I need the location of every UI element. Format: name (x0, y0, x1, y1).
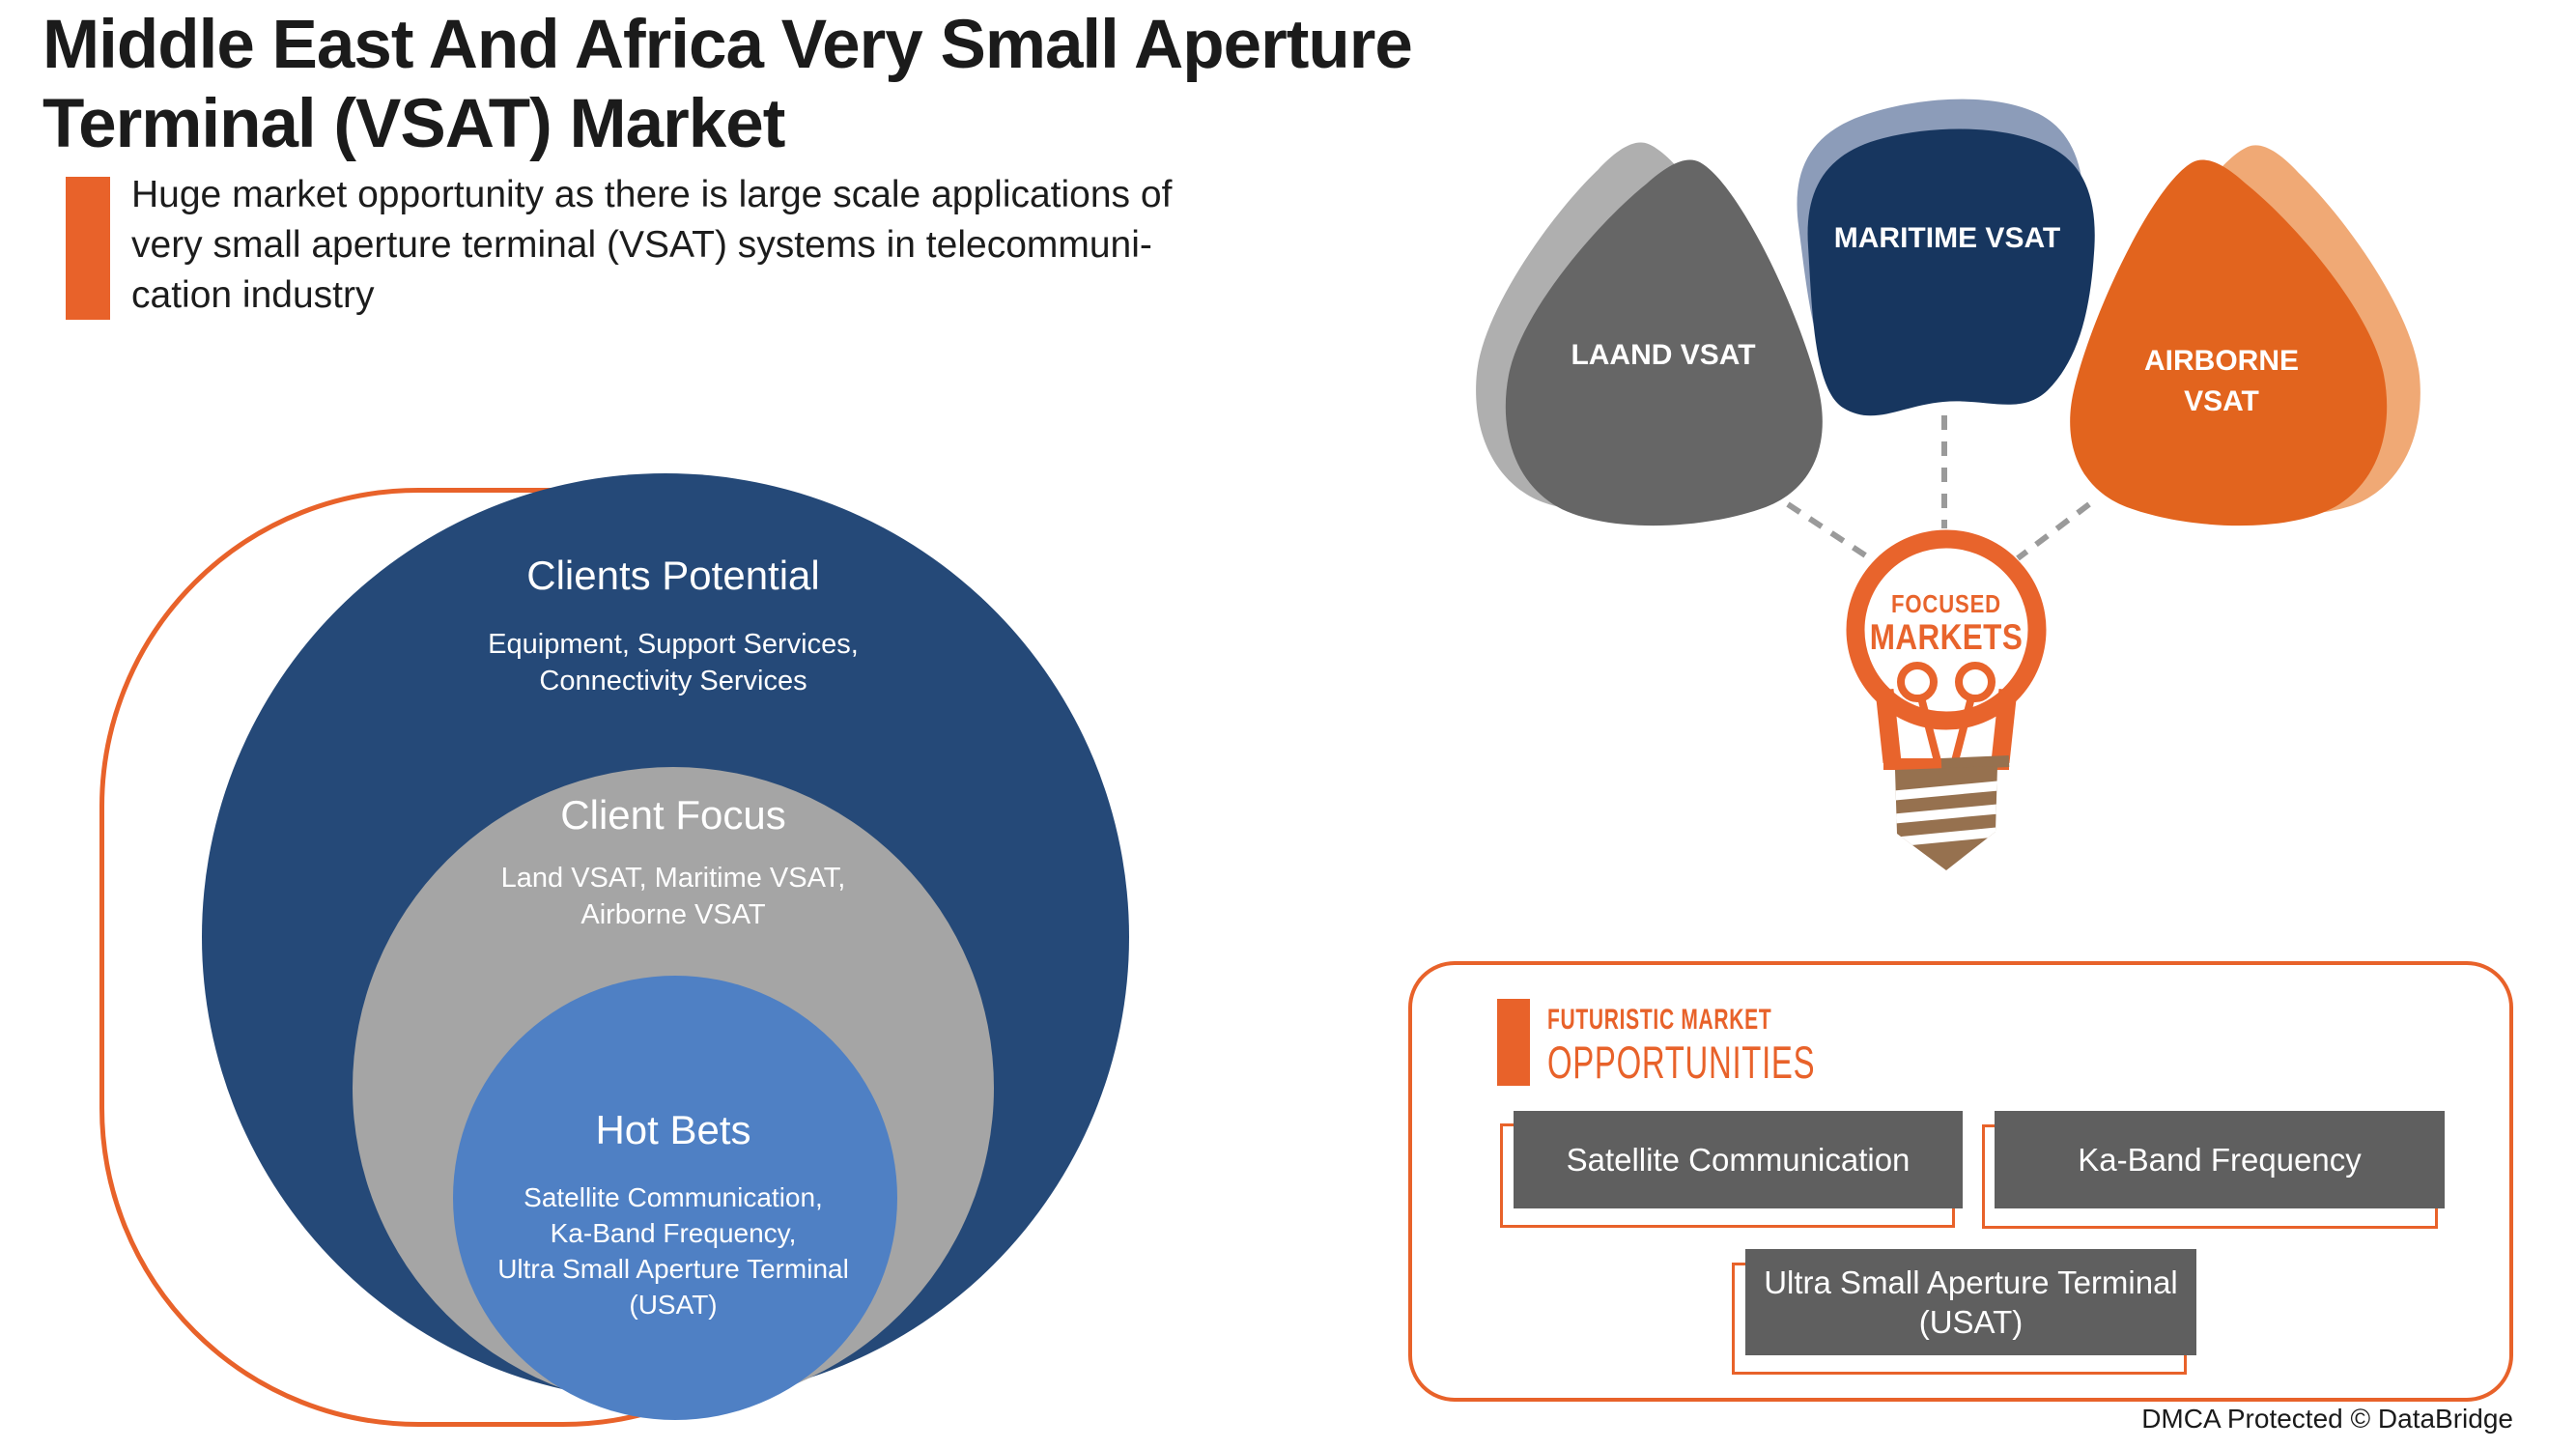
opportunities-heading: FUTURISTIC MARKET OPPORTUNITIES (1547, 1003, 1953, 1088)
opportunities-accent-bar (1497, 999, 1530, 1086)
opportunity-box-satellite-communication: Satellite Communication (1514, 1111, 1963, 1208)
dashed-connector-lines (1786, 415, 2091, 563)
maritime-petal-shape (1807, 128, 2095, 416)
bulb-caption-line2: MARKETS (1869, 617, 2024, 657)
ring-title-client-focus: Client Focus (560, 792, 786, 838)
ring-items-hot-bets: Satellite Communication, Ka-Band Frequen… (497, 1182, 849, 1320)
ring-title-clients-potential: Clients Potential (526, 553, 820, 598)
dmca-copyright: DMCA Protected © DataBridge (2141, 1404, 2513, 1434)
opportunities-heading-line2: OPPORTUNITIES (1547, 1037, 1816, 1088)
ring-items-client-focus: Land VSAT, Maritime VSAT, Airborne VSAT (500, 863, 846, 931)
opportunities-panel (1408, 961, 2513, 1402)
ring-title-hot-bets: Hot Bets (595, 1107, 751, 1152)
filament-icon (1897, 662, 1996, 762)
lightbulb-icon (1846, 529, 2047, 870)
bulb-caption: FOCUSED MARKETS (1856, 589, 2037, 658)
bulb-caption-line1: FOCUSED (1890, 589, 2002, 618)
petal-label-maritime-vsat: MARITIME VSAT (1833, 222, 2061, 254)
ring-items-clients-potential: Equipment, Support Services, Connectivit… (488, 629, 859, 697)
opportunity-box-usat: Ultra Small Aperture Terminal (USAT) (1745, 1249, 2196, 1355)
petal-label-laand-vsat: LAAND VSAT (1571, 339, 1756, 371)
opportunity-box-ka-band-frequency: Ka-Band Frequency (1995, 1111, 2445, 1208)
page-subtitle: Huge market opportunity as there is larg… (131, 174, 1173, 316)
opportunities-heading-line1: FUTURISTIC MARKET (1547, 1004, 1772, 1036)
laand-petal-shape (1505, 159, 1823, 526)
ring-hot-bets (453, 976, 897, 1420)
airborne-petal-shape (2070, 159, 2388, 526)
page-title: Middle East And Africa Very Small Apertu… (42, 7, 1413, 163)
subtitle-accent-bar (66, 177, 110, 320)
petal-label-airborne-vsat: AIRBORNE VSAT (2143, 345, 2299, 417)
